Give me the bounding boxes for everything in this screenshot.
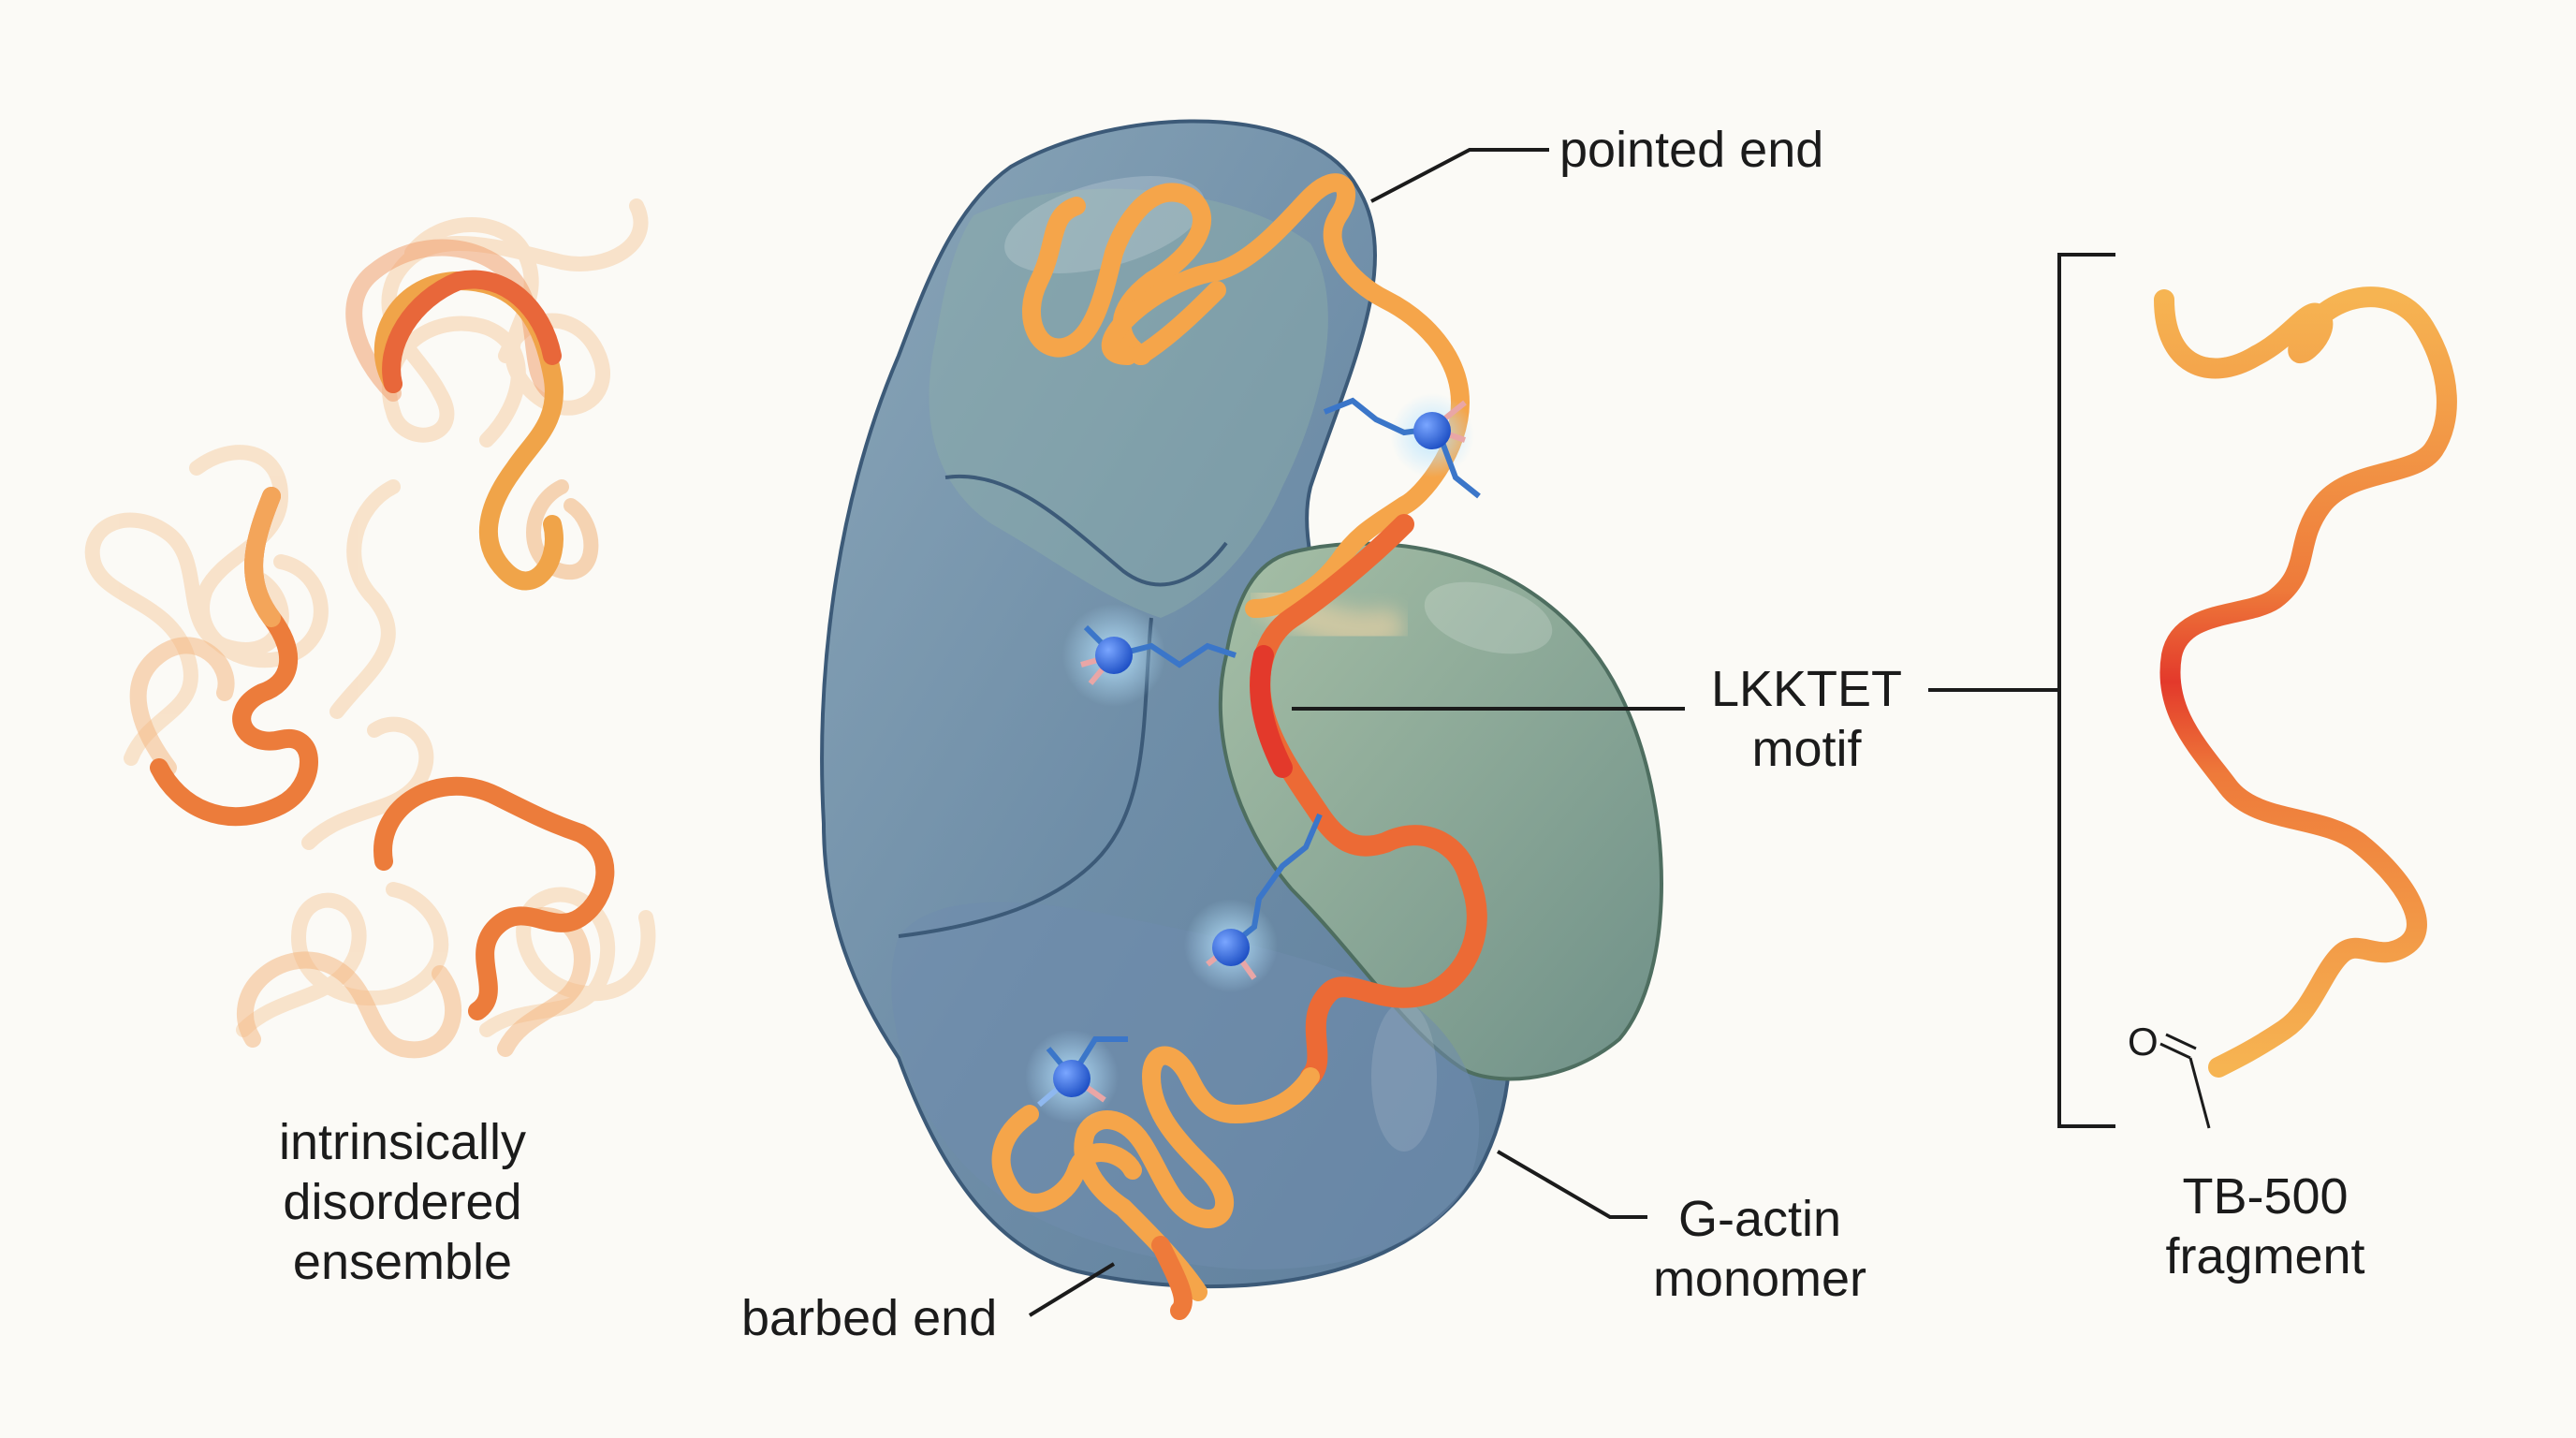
nitrogen-atom-2 [1095, 637, 1133, 674]
lkktet-label-line2: motif [1751, 721, 1862, 777]
nitrogen-atom-1 [1413, 412, 1451, 449]
disordered-label-line3: ensemble [292, 1234, 513, 1290]
ensemble-strand-3 [373, 776, 615, 1020]
actin-highlight-2 [1424, 581, 1553, 654]
nitrogen-atom-3 [1212, 929, 1250, 966]
disordered-ensemble-label: intrinsically disordered ensemble [243, 1112, 562, 1292]
actin-subdomain-green [1218, 541, 1663, 1081]
gactin-leader [1496, 1150, 1647, 1219]
bound-peptide [991, 173, 1487, 1320]
carbonyl-group [2159, 1033, 2211, 1129]
lysine-side-chains [1025, 393, 1481, 1123]
disordered-label-line2: disordered [283, 1174, 522, 1230]
ensemble-faint-strands [84, 198, 656, 1037]
actin-cleft-top [944, 474, 1228, 587]
tb500-label-line2: fragment [2165, 1228, 2365, 1284]
actin-highlight-3 [1371, 1002, 1437, 1152]
nitrogen-atom-4 [1053, 1060, 1090, 1097]
gactin-label-line2: monomer [1652, 1251, 1867, 1307]
side-chain-3 [1184, 813, 1323, 992]
disordered-label-line1: intrinsically [278, 1114, 527, 1170]
carbonyl-oxygen-label: O [2128, 1020, 2159, 1064]
peptide-top-loop [1022, 183, 1212, 365]
g-actin-monomer-label: G-actin monomer [1629, 1189, 1891, 1309]
ensemble-strand-1-core [382, 270, 562, 393]
tb500-fragment-strand [2154, 286, 2457, 1078]
peptide-lower-loops [1074, 1046, 1320, 1301]
lkktet-motif-label: LKKTET motif [1685, 659, 1928, 779]
peptide-bridge [1131, 281, 1226, 365]
pointed-end-label: pointed end [1559, 122, 1824, 178]
side-chain-2 [1062, 604, 1237, 707]
tb500-label-line1: TB-500 [2182, 1168, 2349, 1225]
tb500-bracket [2057, 253, 2115, 1128]
ensemble-strand-2-tail [244, 487, 281, 627]
barbed-end-leader [1028, 1262, 1116, 1317]
peptide-barbed-tail [1151, 1236, 1193, 1320]
peptide-lkktet-core [1250, 645, 1293, 778]
peptide-upper-arc [1101, 173, 1470, 618]
side-chain-1 [1323, 393, 1481, 499]
tb500-fragment-label: TB-500 fragment [2144, 1167, 2387, 1286]
peptide-lkktet-segment [1250, 514, 1487, 1087]
barbed-end-label: barbed end [741, 1290, 998, 1346]
lkktet-label-line1: LKKTET [1710, 661, 1903, 717]
disordered-ensemble [84, 198, 656, 1059]
leader-lines [1028, 148, 2059, 1317]
peptide-bottom-loop [991, 1105, 1142, 1212]
actin-cleft-bottom [898, 617, 1153, 938]
gactin-label-line1: G-actin [1677, 1191, 1842, 1247]
pointed-end-leader [1370, 148, 1549, 203]
side-chain-4 [1025, 1030, 1128, 1123]
